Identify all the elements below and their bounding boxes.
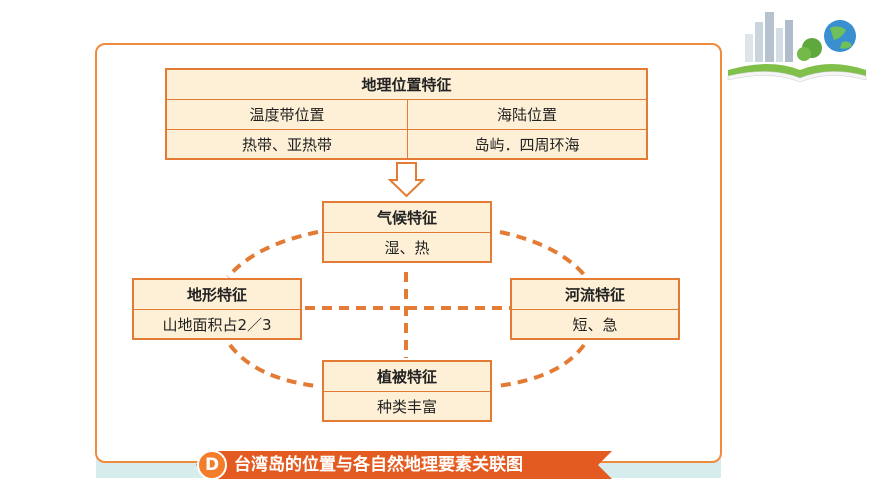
river-value: 短、急 — [572, 315, 618, 334]
terrain-node: 地形特征 山地面积占2／3 — [132, 278, 302, 340]
table-divider — [167, 99, 646, 100]
node-divider — [324, 391, 490, 392]
arc-river-vegetation — [496, 343, 586, 388]
climate-value: 湿、热 — [384, 238, 430, 257]
temperature-zone-header: 温度带位置 — [249, 106, 325, 124]
terrain-title: 地形特征 — [186, 286, 247, 304]
arc-terrain-vegetation — [228, 343, 317, 388]
node-divider — [134, 309, 300, 310]
down-arrow-icon — [387, 162, 426, 198]
position-table: 地理位置特征 温度带位置 海陆位置 热带、亚热带 岛屿．四周环海 — [165, 68, 648, 160]
temperature-zone-value: 热带、亚热带 — [241, 135, 332, 154]
vegetation-node: 植被特征 种类丰富 — [322, 360, 492, 422]
caption-text: 台湾岛的位置与各自然地理要素关联图 — [234, 455, 523, 475]
book-city-globe-icon — [727, 12, 867, 83]
caption-badge: D — [197, 450, 227, 480]
arc-climate-river — [499, 230, 588, 279]
vegetation-value: 种类丰富 — [376, 397, 437, 416]
river-node: 河流特征 短、急 — [510, 278, 680, 340]
caption-ribbon — [196, 451, 612, 479]
position-table-title: 地理位置特征 — [361, 76, 452, 94]
river-title: 河流特征 — [564, 286, 625, 304]
land-sea-header: 海陆位置 — [496, 106, 557, 124]
climate-node: 气候特征 湿、热 — [322, 201, 492, 263]
arc-climate-terrain — [226, 230, 319, 279]
land-sea-value: 岛屿．四周环海 — [474, 135, 580, 154]
node-divider — [324, 232, 490, 233]
terrain-value: 山地面积占2／3 — [162, 315, 272, 334]
table-divider — [167, 129, 646, 130]
node-divider — [512, 309, 678, 310]
vegetation-title: 植被特征 — [376, 368, 437, 386]
climate-title: 气候特征 — [376, 209, 437, 227]
table-column-divider — [407, 100, 408, 158]
